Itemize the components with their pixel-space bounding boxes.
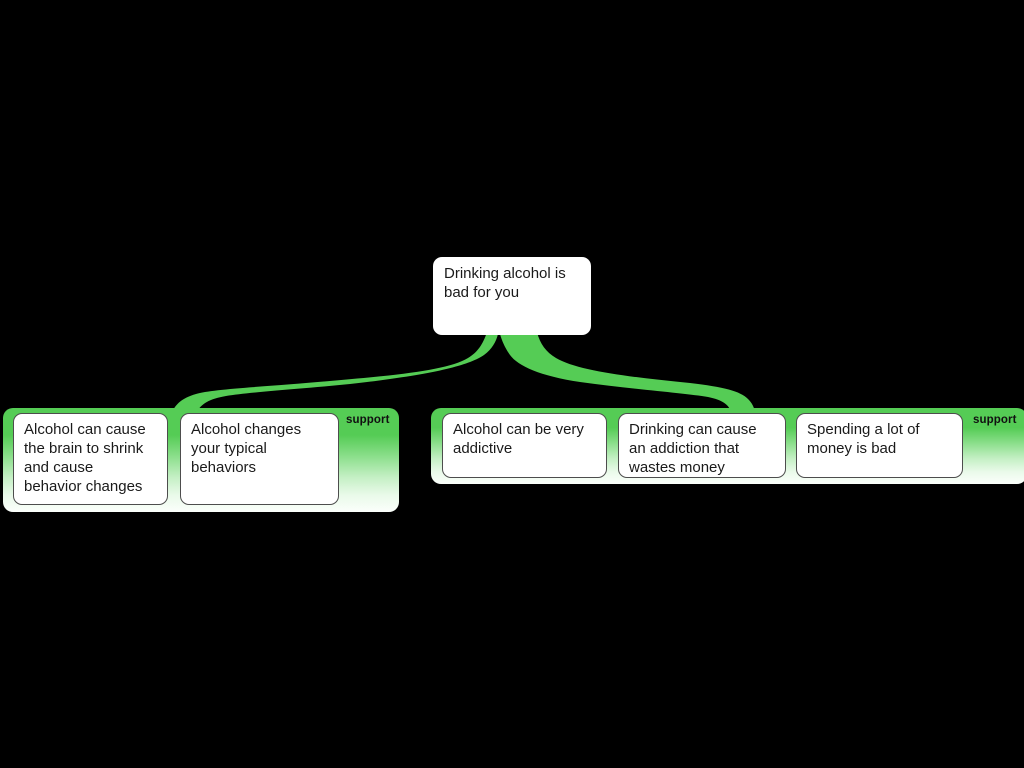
support-group-right-label: support [973, 414, 1017, 426]
reason-card-typical-behaviors[interactable]: Alcohol changes your typical behaviors [180, 413, 339, 505]
reason-card-spending-money[interactable]: Spending a lot of money is bad [796, 413, 963, 478]
reason-card-addictive[interactable]: Alcohol can be very addictive [442, 413, 607, 478]
claim-node-text: Drinking alcohol is bad for you [444, 265, 566, 301]
reason-card-text: Alcohol changes your typical behaviors [191, 421, 302, 476]
support-group-left-label: support [346, 414, 390, 426]
reason-card-wastes-money[interactable]: Drinking can cause an addiction that was… [618, 413, 786, 478]
reason-card-text: Spending a lot of money is bad [807, 421, 920, 457]
reason-card-text: Alcohol can be very addictive [453, 421, 584, 457]
connector-root-to-right-support [500, 332, 755, 412]
reason-card-text: Alcohol can cause the brain to shrink an… [24, 421, 146, 495]
claim-node-root[interactable]: Drinking alcohol is bad for you [433, 257, 591, 335]
reason-card-brain-shrink[interactable]: Alcohol can cause the brain to shrink an… [13, 413, 168, 505]
connector-root-to-left-support [172, 332, 498, 412]
reason-card-text: Drinking can cause an addiction that was… [629, 421, 757, 476]
